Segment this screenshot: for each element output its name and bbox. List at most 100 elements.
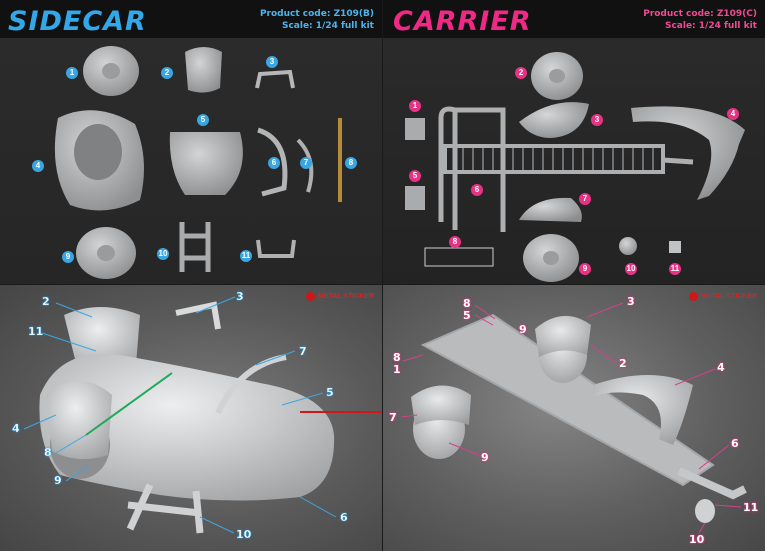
sidecar-scale: Scale: 1/24 full kit xyxy=(281,21,374,31)
cr-part-fender-3 xyxy=(519,102,589,138)
carrier-jockey-wheel xyxy=(695,499,715,523)
sc-part-seat xyxy=(185,47,222,93)
sidecar-stand xyxy=(126,483,204,534)
sc-part-number-5: 5 xyxy=(197,114,209,126)
carrier-front-fender xyxy=(411,385,471,425)
sc-part-number-11: 11 xyxy=(240,250,252,262)
sidecar-parts-art xyxy=(54,46,342,279)
sc-part-number-10: 10 xyxy=(157,248,169,260)
sidecar-callout-3: 3 xyxy=(236,290,244,303)
cr-part-wheel-9-hub xyxy=(543,251,559,265)
carrier-callout-3: 3 xyxy=(627,295,635,308)
sc-part-bracket xyxy=(256,239,296,258)
carrier-scale: Scale: 1/24 full kit xyxy=(664,21,757,31)
cr-part-clamp-5 xyxy=(405,186,425,210)
cr-part-number-5: 5 xyxy=(409,170,421,182)
cr-part-fender-7 xyxy=(519,197,582,222)
sidecar-parts-panel: SIDECAR Product code: Z109(B) Scale: 1/2… xyxy=(0,0,382,284)
carrier-callout-4: 4 xyxy=(717,361,725,374)
cr-part-number-7: 7 xyxy=(579,193,591,205)
metal-sticker-dot-icon xyxy=(689,292,698,301)
carrier-callout-11: 11 xyxy=(743,501,759,514)
sidecar-callout-8: 8 xyxy=(44,446,52,459)
sidecar-callout-5: 5 xyxy=(326,386,334,399)
sc-part-number-7: 7 xyxy=(300,157,312,169)
carrier-metal-sticker-legend: METAL STICKER xyxy=(689,292,757,301)
sc-part-number-9: 9 xyxy=(62,251,74,263)
cr-part-clamp-1 xyxy=(405,118,425,140)
carrier-tow-bar xyxy=(677,467,747,500)
sidecar-fender xyxy=(46,381,112,460)
carrier-callout-9b: 9 xyxy=(519,323,527,336)
cr-part-frame-slots xyxy=(462,148,654,170)
carrier-callout-1: 1 xyxy=(393,363,401,376)
carrier-assembled-panel: METAL STICKER 8 5 3 8 1 2 4 9 7 6 11 10 … xyxy=(383,285,765,551)
cr-part-number-10: 10 xyxy=(625,263,637,275)
cr-part-number-1: 1 xyxy=(409,100,421,112)
sidecar-metal-rod-marker xyxy=(85,372,173,436)
carrier-product-code: Product code: Z109(C) xyxy=(643,9,757,19)
cr-part-number-4: 4 xyxy=(727,108,739,120)
carrier-callout-9: 9 xyxy=(481,451,489,464)
sidecar-metal-sticker-label: METAL STICKER xyxy=(318,293,375,300)
carrier-leader-lines xyxy=(400,302,742,534)
sidecar-callout-11: 11 xyxy=(28,325,44,338)
sc-part-handrail xyxy=(255,69,295,89)
sidecar-metal-sticker-legend: METAL STICKER xyxy=(306,292,374,301)
sidecar-body-shape xyxy=(39,353,335,501)
carrier-callout-8b: 8 xyxy=(393,351,401,364)
sc-part-stand xyxy=(179,222,211,272)
sidecar-callout-7: 7 xyxy=(299,345,307,358)
sidecar-front-rail xyxy=(215,354,287,415)
carrier-callout-6: 6 xyxy=(731,437,739,450)
cr-part-number-3: 3 xyxy=(591,114,603,126)
carrier-metal-sticker-label: METAL STICKER xyxy=(701,293,758,300)
sc-part-wheel-1-hub xyxy=(102,63,120,79)
sidecar-callout-10: 10 xyxy=(236,528,252,541)
sc-part-number-3: 3 xyxy=(266,56,278,68)
carrier-frame-bed xyxy=(420,313,715,487)
cr-part-number-2: 2 xyxy=(515,67,527,79)
cr-part-frame xyxy=(438,106,694,232)
metal-sticker-dot-icon xyxy=(306,292,315,301)
cr-part-number-11: 11 xyxy=(669,263,681,275)
cr-part-number-8: 8 xyxy=(449,236,461,248)
sc-part-number-2: 2 xyxy=(161,67,173,79)
carrier-ramp xyxy=(593,375,693,445)
carrier-parts-panel: CARRIER Product code: Z109(C) Scale: 1/2… xyxy=(383,0,765,284)
sc-part-number-4: 4 xyxy=(32,160,44,172)
carrier-assembled-art xyxy=(400,302,747,534)
sidecar-seat-back xyxy=(64,307,140,371)
sc-part-number-6: 6 xyxy=(268,157,280,169)
carrier-info: Product code: Z109(C) Scale: 1/24 full k… xyxy=(643,8,757,32)
carrier-callout-5: 5 xyxy=(463,309,471,322)
sc-part-wheel-9-hub xyxy=(97,245,115,261)
cr-part-pin xyxy=(669,241,681,253)
sidecar-rear-rail xyxy=(175,301,221,330)
cr-part-number-6: 6 xyxy=(471,184,483,196)
sidecar-assembled-panel: METAL STICKER 2 3 11 7 5 4 8 9 10 6 xyxy=(0,285,382,551)
carrier-parts-art xyxy=(405,52,745,282)
cr-part-small-wheel xyxy=(619,237,637,255)
sidecar-assembled-art xyxy=(23,296,382,534)
carrier-callout-10: 10 xyxy=(689,533,705,546)
carrier-callout-8a: 8 xyxy=(463,297,471,310)
sidecar-callout-4: 4 xyxy=(12,422,20,435)
sidecar-callout-9: 9 xyxy=(54,474,62,487)
sc-part-fender-rail xyxy=(257,127,288,197)
cr-part-wheel-2-hub xyxy=(549,69,565,83)
carrier-title: CARRIER xyxy=(393,6,532,37)
sidecar-leader-lines xyxy=(23,296,337,534)
sc-part-number-8: 8 xyxy=(345,157,357,169)
carrier-rear-fender xyxy=(535,315,591,357)
sc-part-number-1: 1 xyxy=(66,67,78,79)
cr-part-ramp xyxy=(631,106,745,200)
sc-part-nose xyxy=(169,132,243,195)
cr-part-number-9: 9 xyxy=(579,263,591,275)
sidecar-callout-2: 2 xyxy=(42,295,50,308)
sidecar-callout-6: 6 xyxy=(340,511,348,524)
sidecar-title: SIDECAR xyxy=(8,6,147,37)
cr-part-metal-sticker-sheet xyxy=(424,247,494,267)
sidecar-info: Product code: Z109(B) Scale: 1/24 full k… xyxy=(260,8,374,32)
sc-part-body-cockpit xyxy=(74,124,122,180)
